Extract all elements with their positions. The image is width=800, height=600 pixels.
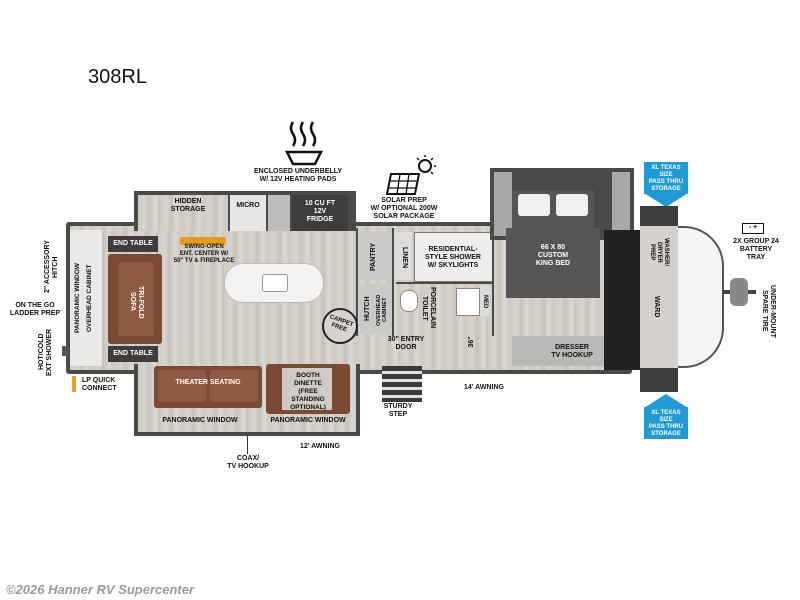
ext-shower-label: HOT/COLD EXT SHOWER — [38, 328, 53, 376]
lp-marker — [72, 376, 76, 392]
theater-seat-1 — [158, 370, 206, 402]
king-bed — [506, 228, 600, 298]
pass-thru-storage-callout-top: XL TEXAS SIZE PASS THRU STORAGE — [644, 162, 688, 194]
sink — [262, 274, 288, 292]
battery-icon — [742, 223, 764, 234]
bath-divider — [396, 282, 492, 284]
panoramic-window-rear-label: PANORAMIC WINDOW — [74, 263, 81, 333]
king-bed-label: 66 X 80 CUSTOM KING BED — [535, 244, 571, 267]
microwave-label: MICRO — [236, 202, 260, 209]
fireplace — [180, 237, 226, 245]
front-cap — [678, 226, 724, 368]
linen-label: LINEN — [401, 246, 408, 268]
door-width-36-label: 36" — [468, 336, 475, 348]
coax-leader — [247, 436, 248, 454]
fridge-label: 10 CU FT 12V FRIDGE — [304, 200, 336, 223]
coax-tv-hookup-label: COAX/ TV HOOKUP — [227, 455, 269, 470]
end-table-top — [108, 236, 158, 252]
washer-dryer-label: WASHER/ DRYER PREP — [649, 237, 669, 266]
copyright-watermark: ©2026 Hanner RV Supercenter — [6, 582, 195, 597]
heating-pad-icon — [284, 121, 324, 166]
mid-divider — [356, 228, 358, 336]
theater-seat-2 — [210, 370, 258, 402]
solar-panel-icon — [385, 155, 436, 195]
overhead-cabinet-rear-label: OVERHEAD CABINET — [86, 264, 93, 332]
arrow-up-icon — [644, 394, 688, 408]
wardrobe-area — [640, 226, 678, 368]
carpet-free-badge — [322, 308, 358, 344]
toilet — [400, 290, 418, 312]
counter-block — [268, 195, 290, 231]
hutch — [360, 284, 390, 334]
pillow-right — [556, 194, 588, 216]
spare-tire-label: UNDER-MOUNT SPARE TIRE — [761, 284, 776, 338]
sofa-cushion — [118, 262, 154, 336]
dinette-table — [282, 368, 332, 410]
shower-label: RESIDENTIAL- STYLE SHOWER W/ SKYLIGHTS — [424, 246, 481, 269]
spare-tire — [730, 278, 748, 306]
ext-shower-fixture — [62, 346, 68, 356]
pillow-left — [518, 194, 550, 216]
pass-thru-storage-callout-bottom: XL TEXAS SIZE PASS THRU STORAGE — [644, 407, 688, 439]
wardrobe-label: WARD — [653, 296, 660, 318]
bath-sink — [456, 288, 480, 316]
panoramic-window-label-2: PANORAMIC WINDOW — [270, 417, 346, 424]
hidden-storage-label: HIDDEN STORAGE — [170, 198, 206, 213]
underbelly-label: ENCLOSED UNDERBELLY W/ 12V HEATING PADS — [253, 168, 343, 183]
model-title: 308RL — [88, 66, 147, 88]
dresser-label: DRESSER TV HOOKUP — [551, 344, 593, 359]
sturdy-step-label: STURDY STEP — [383, 403, 413, 418]
awning-14-label: 14' AWNING — [464, 384, 504, 391]
sofa-label: TRI-FOLD SOFA — [129, 285, 144, 319]
med-label: MED — [482, 295, 488, 309]
battery-tray-label: 2X GROUP 24 BATTERY TRAY — [733, 238, 779, 261]
entry-door-label: 30" ENTRY DOOR — [387, 336, 425, 351]
accessory-hitch-label: 2" ACCESSORY HITCH — [44, 240, 59, 294]
theater-seating-label: THEATER SEATING — [175, 379, 241, 386]
hidden-storage-area — [138, 195, 228, 231]
solar-label: SOLAR PREP W/ OPTIONAL 200W SOLAR PACKAG… — [370, 197, 438, 220]
end-table-top-label: END TABLE — [113, 240, 153, 247]
nightstand-right — [612, 172, 630, 236]
ladder-prep-label: ON THE GO LADDER PREP — [9, 302, 61, 317]
linen-closet — [396, 232, 412, 280]
nightstand-left — [494, 172, 512, 236]
shower — [414, 232, 494, 282]
lp-quick-connect-label: LP QUICK CONNECT — [82, 377, 117, 392]
medicine-cabinet — [480, 286, 490, 316]
bath-wall-right — [492, 228, 494, 336]
booth-dinette-label: BOOTH DINETTE (FREE STANDING OPTIONAL) — [290, 372, 326, 411]
entertainment-center-label: SWING-OPEN ENT. CENTER W/ 50" TV & FIREP… — [173, 244, 235, 264]
dresser — [512, 336, 606, 366]
arrow-down-icon — [644, 193, 688, 207]
battery-symbol: - + — [748, 224, 758, 231]
pantry-label: PANTRY — [370, 243, 377, 271]
microwave — [230, 195, 266, 231]
panoramic-window-label-1: PANORAMIC WINDOW — [162, 417, 238, 424]
hutch-label: HUTCH — [364, 296, 371, 322]
front-closet — [604, 230, 640, 370]
overhead-cabinet-mid-label: OVERHEAD CABINET — [376, 294, 388, 326]
rear-wall-area — [70, 230, 102, 366]
bath-wall-left — [392, 228, 394, 336]
sturdy-step — [382, 366, 422, 402]
end-table-bottom — [108, 346, 158, 362]
awning-12-label: 12' AWNING — [300, 443, 340, 450]
pantry — [360, 232, 390, 280]
porcelain-toilet-label: PORCELAIN TOILET — [421, 287, 436, 329]
end-table-bottom-label: END TABLE — [113, 350, 153, 357]
fridge — [292, 195, 348, 231]
